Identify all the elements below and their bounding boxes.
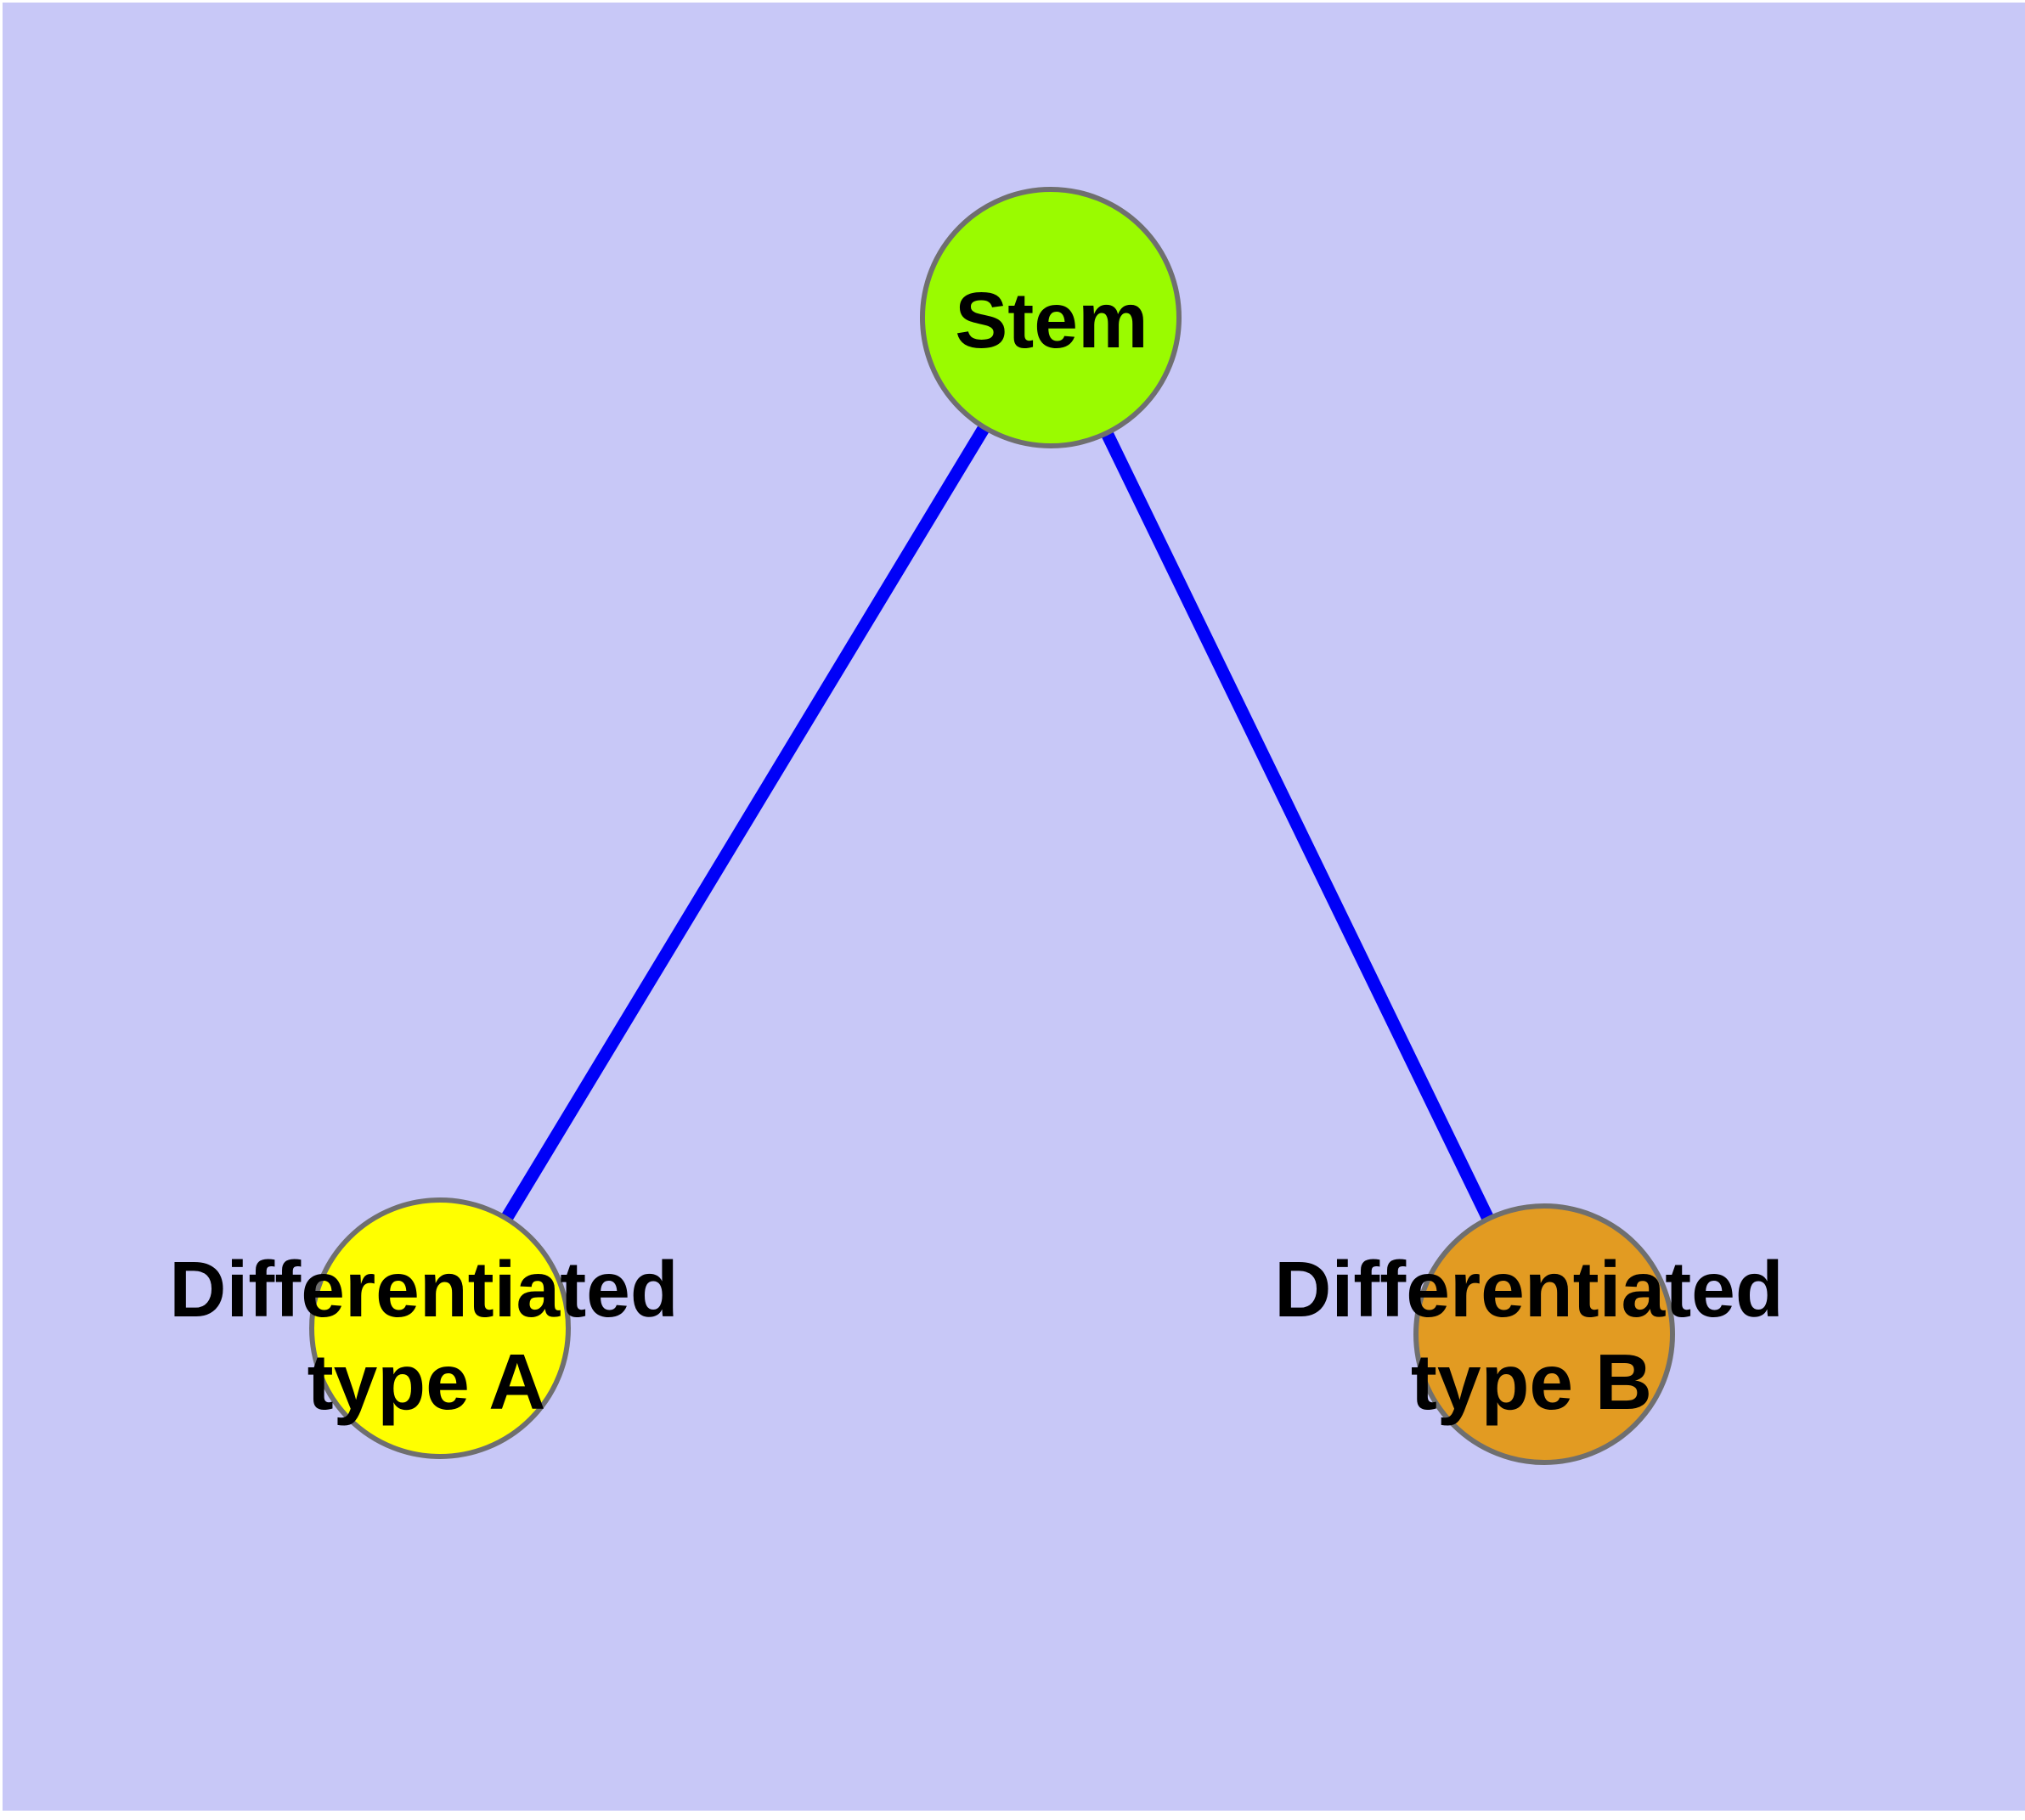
node-type-a-label-line2: type A xyxy=(307,1338,546,1426)
edge-stem-to-type-b xyxy=(1045,314,1550,1338)
node-differentiated-type-b xyxy=(1413,1203,1675,1465)
node-differentiated-type-a xyxy=(309,1197,571,1459)
node-stem xyxy=(920,187,1182,448)
node-type-b-label-line1: Differentiated xyxy=(1274,1245,1783,1333)
node-type-a-label-line1: Differentiated xyxy=(169,1245,678,1333)
edge-stem-to-type-a xyxy=(434,314,1057,1332)
node-stem-label: Stem xyxy=(955,276,1148,364)
node-type-b-label-line2: type B xyxy=(1411,1338,1652,1426)
